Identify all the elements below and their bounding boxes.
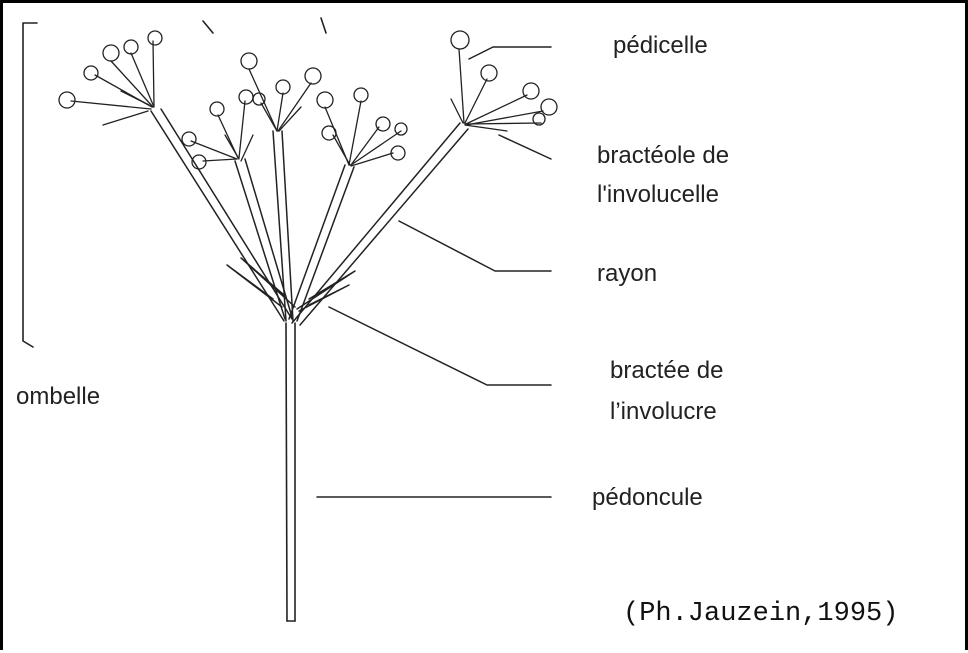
leader-pedicelle: [469, 47, 551, 59]
umbellule-right: [451, 31, 557, 131]
label-ombelle: ombelle: [16, 381, 100, 412]
label-bracteole-line1: bractéole de: [597, 140, 729, 171]
label-bractee-line2: l’involucre: [610, 396, 717, 427]
leader-bracteole: [499, 135, 551, 159]
leader-bractee: [329, 307, 551, 385]
umbel-illustration: [3, 3, 968, 653]
label-bractee-line1: bractée de: [610, 355, 723, 386]
peduncle-stem: [286, 323, 295, 621]
umbel-rays: [151, 109, 468, 325]
leader-rayon: [399, 221, 551, 271]
ombelle-bracket: [23, 18, 326, 347]
umbellule-center: [241, 53, 321, 131]
label-bracteole-line2: l'involucelle: [597, 179, 719, 210]
umbellule-center-right: [317, 88, 407, 166]
label-pedoncule: pédoncule: [592, 482, 703, 513]
umbellule-left: [59, 31, 162, 125]
label-rayon: rayon: [597, 258, 657, 289]
umbellule-center-left: [182, 90, 253, 169]
label-pedicelle: pédicelle: [613, 30, 708, 61]
credit-citation: (Ph.Jauzein,1995): [623, 599, 898, 629]
